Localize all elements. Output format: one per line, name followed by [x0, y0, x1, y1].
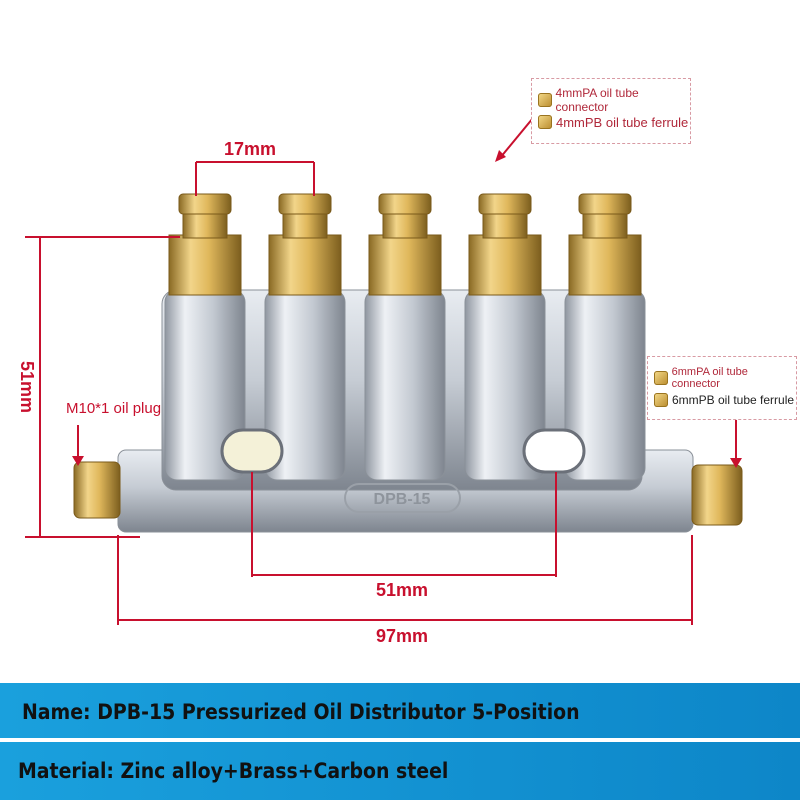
- end-fitting-left: [73, 461, 121, 519]
- product-photo: DPB-15 17mm 51mm 5: [17, 78, 797, 646]
- ferrule-icon: [538, 115, 552, 129]
- product-material: Material: Zinc alloy+Brass+Carbon steel: [18, 759, 449, 783]
- mounting-slot-right: [522, 428, 586, 474]
- dimension-51mm-height: 51mm: [17, 361, 37, 414]
- top-fitting-callout: 4mmPA oil tube connector 4mmPB oil tube …: [531, 78, 691, 144]
- top-ferrule-label: 4mmPB oil tube ferrule: [556, 114, 689, 130]
- ferrule-icon: [654, 393, 668, 407]
- oil-plug-label: M10*1 oil plug: [66, 400, 162, 417]
- dimension-17mm: 17mm: [224, 139, 277, 159]
- name-banner: Name: DPB-15 Pressurized Oil Distributor…: [0, 683, 800, 741]
- dimension-51mm-spacing: 51mm: [376, 580, 429, 600]
- material-banner: Material: Zinc alloy+Brass+Carbon steel: [0, 742, 800, 800]
- distributor-illustration: DPB-15: [25, 117, 743, 625]
- end-fitting-right: [691, 464, 743, 526]
- body-stamp: DPB-15: [374, 491, 431, 508]
- product-name: Name: DPB-15 Pressurized Oil Distributor…: [22, 700, 580, 724]
- side-ferrule-label: 6mmPB oil tube ferrule: [672, 393, 795, 407]
- arrow-heads: [72, 150, 742, 468]
- top-connector-label: 4mmPA oil tube connector: [555, 86, 639, 114]
- banner-divider: [0, 738, 800, 741]
- mounting-slot-left: [220, 428, 284, 474]
- dimension-lines: [25, 117, 737, 625]
- side-connector-label: 6mmPA oil tube connector: [671, 366, 748, 390]
- outlet-columns: [164, 193, 646, 481]
- side-fitting-callout: 6mmPA oil tube connector 6mmPB oil tube …: [647, 356, 797, 420]
- connector-icon: [654, 371, 668, 385]
- dimension-97mm: 97mm: [376, 626, 429, 646]
- connector-icon: [538, 93, 552, 107]
